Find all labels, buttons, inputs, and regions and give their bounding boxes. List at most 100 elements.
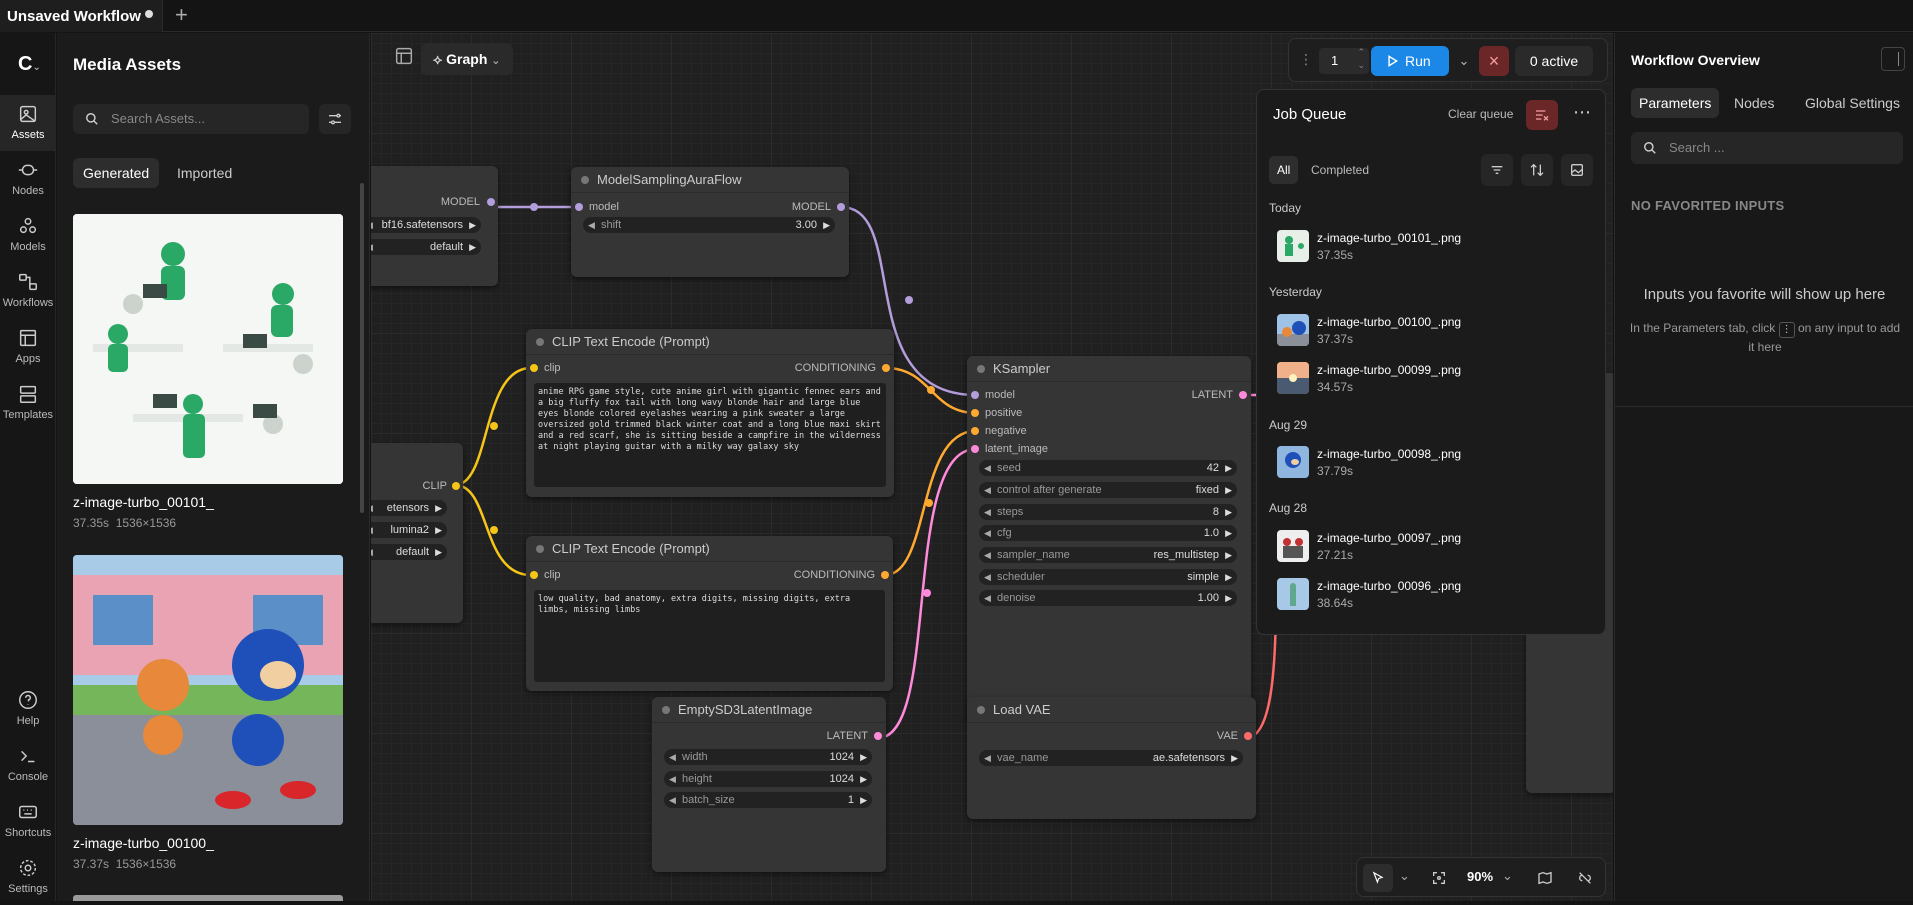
clip-text-encode-negative-node[interactable]: CLIP Text Encode (Prompt) clip CONDITION… [526,536,893,691]
graph-view-button[interactable]: ⟡ Graph ⌄ [421,43,513,75]
output-vae-dot[interactable] [1244,732,1252,740]
queue-item-thumbnail[interactable] [1277,230,1309,262]
queue-item-time: 34.57s [1317,380,1354,394]
assets-scrollbar[interactable] [360,183,364,513]
output-clip-dot[interactable] [452,482,460,490]
sidebar-item-workflows[interactable]: Workflows [0,263,56,319]
queue-sort-button[interactable] [1521,154,1553,186]
hide-links-icon[interactable] [1577,870,1593,886]
clear-queue-button[interactable] [1526,100,1558,130]
assets-search-input[interactable]: Search Assets... [73,104,309,134]
select-tool-button[interactable] [1363,864,1393,892]
tab-parameters[interactable]: Parameters [1631,88,1720,118]
queue-tab-all[interactable]: All [1269,156,1299,184]
sidebar-item-settings[interactable]: Settings [0,849,56,905]
more-options-icon[interactable]: ⋯ [1573,102,1591,122]
tab-global-settings[interactable]: Global Settings [1805,95,1900,111]
tab-generated[interactable]: Generated [73,158,160,188]
input-positive-dot[interactable] [971,409,979,417]
queue-item-thumbnail[interactable] [1277,446,1309,478]
minimap-icon[interactable] [1537,870,1553,886]
batch-count-input[interactable]: 1 ⌃⌄ [1319,47,1369,74]
output-latent-dot[interactable] [874,732,882,740]
sidebar-item-models[interactable]: Models [0,207,56,263]
ksampler-node[interactable]: KSampler model LATENT positive negative … [967,356,1251,722]
fit-view-icon[interactable] [1431,870,1447,886]
clip-loader-node[interactable]: CLIP etensors lumina2 default [371,443,463,623]
input-clip-dot[interactable] [530,571,538,579]
clip-device-widget[interactable]: default [371,544,447,560]
sidebar-item-apps[interactable]: Apps [0,319,56,375]
queue-tab-completed[interactable]: Completed [1311,163,1370,177]
input-model-dot[interactable] [971,391,979,399]
cancel-run-close-icon[interactable]: × [1479,46,1509,76]
model-sampling-auraflow-node[interactable]: ModelSamplingAuraFlow model MODEL shift3… [571,167,849,277]
queue-item-thumbnail[interactable] [1277,362,1309,394]
new-tab-plus-icon[interactable]: + [175,2,188,27]
output-model-dot[interactable] [837,203,845,211]
zoom-level[interactable]: 90% [1467,869,1494,884]
input-model-dot[interactable] [575,203,583,211]
assets-filter-button[interactable] [319,104,351,134]
overview-search-input[interactable]: Search ... [1631,132,1903,164]
queue-group-label: Aug 28 [1269,501,1308,515]
comfy-logo-icon[interactable]: C⌄ [18,53,41,75]
weight-dtype-widget[interactable]: default [371,239,481,255]
output-latent-dot[interactable] [1239,391,1247,399]
clip-text-encode-positive-node[interactable]: CLIP Text Encode (Prompt) clip CONDITION… [526,329,894,497]
output-conditioning-dot[interactable] [882,364,890,372]
queue-item-name: z-image-turbo_00097_.png [1317,531,1462,545]
asset-thumbnail[interactable] [73,214,343,484]
chevron-down-icon[interactable]: ⌄ [1399,868,1410,883]
input-clip-dot[interactable] [530,364,538,372]
chevron-down-icon[interactable]: ⌄ [1502,868,1513,883]
sidebar-item-assets[interactable]: Assets [0,95,56,151]
queue-item-thumbnail[interactable] [1277,578,1309,610]
clear-queue-label[interactable]: Clear queue [1448,107,1514,121]
tab-imported[interactable]: Imported [177,165,233,181]
sidebar-item-console[interactable]: Console [0,737,56,793]
sidebar-item-shortcuts[interactable]: Shortcuts [0,793,56,849]
output-conditioning-dot[interactable] [881,571,889,579]
input-latent-dot[interactable] [971,445,979,453]
sidebar-item-nodes[interactable]: Nodes [0,151,56,207]
checkpoint-loader-node[interactable]: MODEL bf16.safetensors default [371,166,498,286]
clip-type-widget[interactable]: lumina2 [371,522,447,538]
prompt-textarea[interactable]: low quality, bad anatomy, extra digits, … [534,590,885,682]
toggle-panel-icon[interactable] [1881,47,1905,71]
output-model-dot[interactable] [487,198,495,206]
tab-nodes[interactable]: Nodes [1734,95,1775,111]
sidebar-item-templates[interactable]: Templates [0,375,56,431]
queue-filter-button[interactable] [1481,154,1513,186]
workflow-tab[interactable]: Unsaved Workflow [0,0,163,32]
asset-thumbnail[interactable] [73,555,343,825]
input-negative-dot[interactable] [971,427,979,435]
stepper-icon[interactable]: ⌃⌄ [1357,47,1365,70]
run-options-chevron-icon[interactable]: ⌄ [1458,53,1470,68]
run-button[interactable]: Run [1371,46,1449,76]
active-jobs-button[interactable]: 0 active [1515,46,1593,76]
prompt-textarea[interactable]: anime RPG game style, cute anime girl wi… [534,383,886,487]
queue-item-thumbnail[interactable] [1277,530,1309,562]
queue-gallery-button[interactable] [1561,154,1593,186]
sidebar-item-help[interactable]: Help [0,681,56,737]
assets-search-placeholder: Search Assets... [111,111,205,126]
queue-item-thumbnail[interactable] [1277,314,1309,346]
panel-toggle-icon[interactable] [393,45,415,67]
unet-name-widget[interactable]: bf16.safetensors [371,217,481,233]
clip-name-widget[interactable]: etensors [371,500,447,516]
